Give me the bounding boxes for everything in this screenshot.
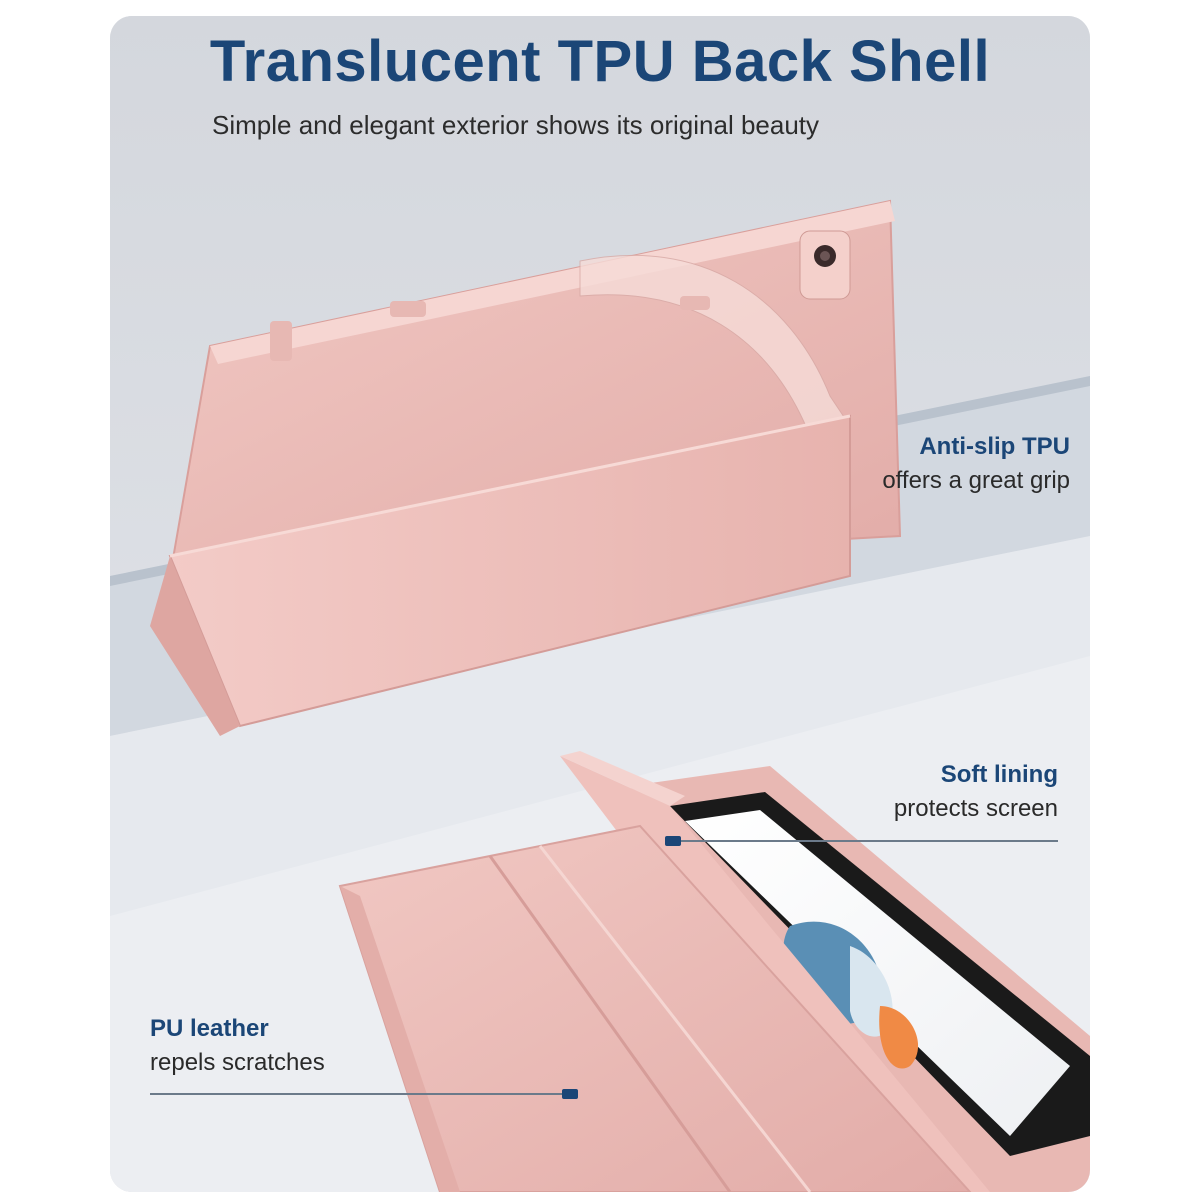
callout-leader-leather	[150, 1089, 578, 1099]
callout-title: PU leather	[150, 1015, 269, 1042]
callout-description: repels scratches	[150, 1049, 325, 1076]
callout-leader-lining	[665, 836, 1058, 846]
callout-soft-lining: Soft lining protects screen	[894, 758, 1058, 826]
callout-anti-slip: Anti-slip TPU offers a great grip	[882, 430, 1070, 498]
product-illustration	[110, 16, 1090, 1192]
page-subtitle: Simple and elegant exterior shows its or…	[212, 110, 820, 140]
callout-title: Anti-slip TPU	[919, 433, 1070, 460]
product-image-frame	[110, 16, 1090, 1192]
tablet-stand-product	[150, 199, 902, 736]
callout-pu-leather: PU leather repels scratches	[150, 1012, 325, 1080]
tablet-folio-product	[338, 751, 1090, 1192]
callout-description: offers a great grip	[882, 467, 1070, 494]
callout-title: Soft lining	[940, 761, 1058, 788]
page-title: Translucent TPU Back Shell	[209, 29, 991, 94]
callout-description: protects screen	[893, 795, 1058, 822]
